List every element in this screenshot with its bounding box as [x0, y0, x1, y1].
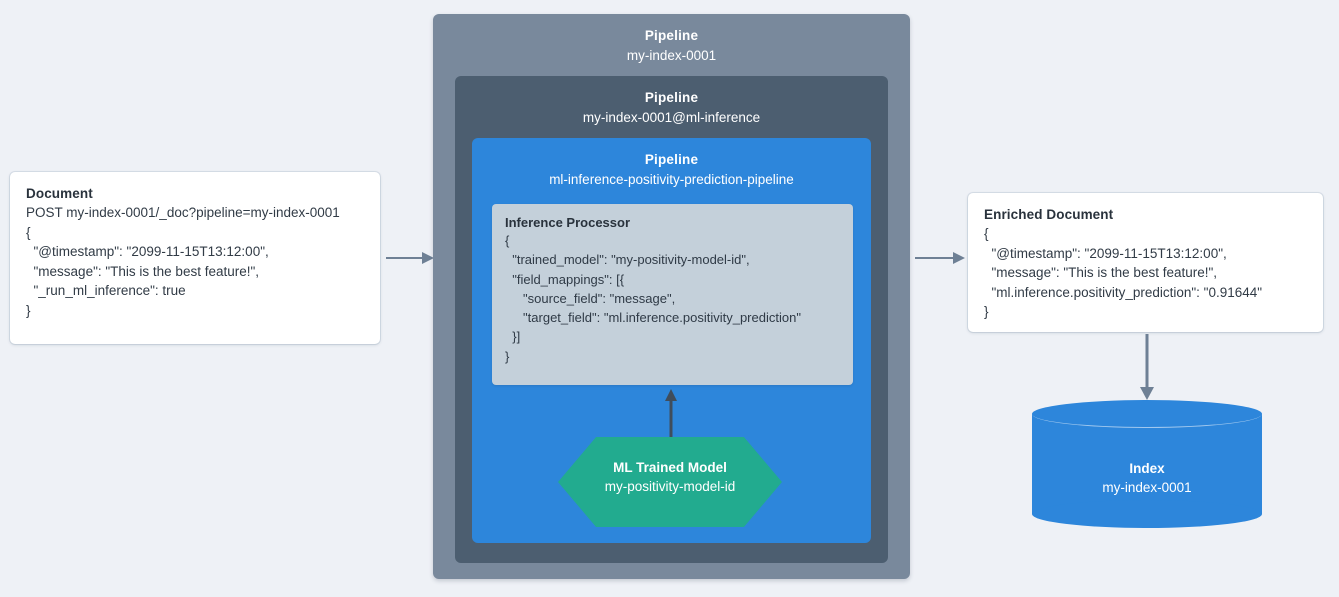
ml-trained-model-title: ML Trained Model	[613, 460, 727, 475]
input-document-line: POST my-index-0001/_doc?pipeline=my-inde…	[26, 205, 340, 220]
pipeline-middle-label: Pipeline	[644, 90, 699, 105]
input-document-title: Document	[26, 186, 93, 201]
input-document-line: "message": "This is the best feature!",	[26, 263, 260, 279]
inference-processor-line: "target_field": "ml.inference.positivity…	[505, 310, 801, 326]
cylinder-top-ellipse	[1032, 400, 1262, 428]
pipeline-inner-name: ml-inference-positivity-prediction-pipel…	[549, 172, 794, 187]
arrow-right-icon-document-to-pipeline	[386, 252, 434, 264]
ml-trained-model-node: ML Trained Model my-positivity-model-id	[558, 437, 782, 527]
enriched-document-line: "ml.inference.positivity_prediction": "0…	[984, 284, 1263, 300]
input-document-card: Document POST my-index-0001/_doc?pipelin…	[10, 172, 380, 344]
inference-processor-line: }]	[505, 329, 521, 345]
enriched-document-line: "message": "This is the best feature!",	[984, 265, 1218, 281]
arrow-up-icon-model-to-processor	[665, 389, 677, 438]
cylinder-body	[1032, 414, 1262, 528]
ml-trained-model-name: my-positivity-model-id	[604, 479, 736, 494]
input-document-line: "_run_ml_inference": true	[26, 283, 186, 299]
arrow-down-icon-enriched-to-index	[1140, 334, 1154, 400]
pipeline-inner-label: Pipeline	[644, 152, 699, 167]
inference-processor-line: "source_field": "message",	[505, 290, 676, 306]
index-cylinder: Index my-index-0001	[1032, 400, 1262, 528]
inference-processor-line: "field_mappings": [{	[505, 271, 625, 287]
index-title: Index	[1129, 461, 1165, 476]
index-labels: Index my-index-0001	[1032, 460, 1262, 497]
enriched-document-line: }	[984, 304, 989, 320]
input-document-line: "@timestamp": "2099-11-15T13:12:00",	[26, 244, 269, 260]
arrow-right-icon-pipeline-to-enriched	[915, 252, 965, 264]
inference-processor-line: "trained_model": "my-positivity-model-id…	[505, 252, 750, 268]
input-document-line: }	[26, 302, 31, 318]
index-name: my-index-0001	[1102, 480, 1192, 495]
enriched-document-line: {	[984, 226, 989, 241]
pipeline-outer-name: my-index-0001	[626, 48, 717, 63]
inference-processor-title: Inference Processor	[505, 215, 631, 230]
inference-processor-line: {	[505, 233, 510, 248]
inference-processor-line: }	[505, 348, 510, 364]
enriched-document-card: Enriched Document { "@timestamp": "2099-…	[968, 193, 1323, 332]
enriched-document-title: Enriched Document	[984, 207, 1114, 222]
pipeline-outer-label: Pipeline	[644, 28, 699, 43]
pipeline-middle-name: my-index-0001@ml-inference	[582, 110, 761, 125]
enriched-document-line: "@timestamp": "2099-11-15T13:12:00",	[984, 245, 1227, 261]
input-document-line: {	[26, 224, 31, 240]
inference-processor-panel: Inference Processor { "trained_model": "…	[492, 204, 853, 385]
